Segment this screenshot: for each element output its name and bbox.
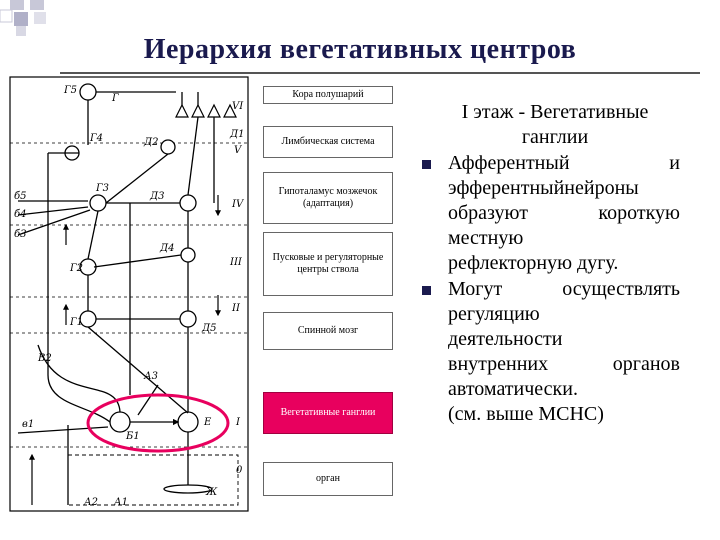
label-d5: Д5 [201,323,217,334]
label-d2: Д2 [143,137,159,148]
label-g2: Г2 [69,263,83,274]
section-heading: I этаж - Вегетативные ганглии [461,101,649,148]
page-title: Иерархия вегетативных центров [143,34,577,65]
label-level-v: V [234,145,243,156]
neural-hierarchy-diagram: Г5 Г Г4 Д2 Д1 Г3 Д3 Д4 Г2 Г1 Д5 А3 Б1 Е … [9,76,249,512]
neuron-g5 [79,83,97,101]
neuron-d4 [180,247,196,263]
label-g5: Г5 [63,85,77,96]
bullet-square-icon [422,286,431,295]
label-d4: Д4 [159,243,175,254]
pyramidal-cells [175,103,237,118]
neuron-d5 [179,310,197,328]
neuron-g3 [89,194,107,212]
label-level-vi: VI [232,101,244,112]
label-g3: Г3 [95,183,109,194]
description-text: I этаж - Вегетативные ганглии Афферентны… [418,100,680,427]
level-box-cortex: Кора полушарий [263,86,393,104]
bullet-square-icon [422,160,431,169]
neuron-d2 [160,139,176,155]
label-b4: б4 [14,209,26,220]
title-underline [60,72,700,74]
level-box-spinal-cord: Спинной мозг [263,312,393,350]
label-a1: А1 [113,497,128,508]
label-level-iii: III [229,257,243,268]
label-a3: А3 [143,371,158,382]
neuron-b1 [109,411,131,433]
label-g1: Г1 [69,317,83,328]
label-level-iv: IV [231,199,245,210]
corner-decoration [0,0,46,36]
neuron-d3 [179,194,197,212]
label-level-i: I [235,417,241,428]
level-box-limbic: Лимбическая система [263,126,393,158]
label-d3: Д3 [149,191,165,202]
label-d1: Д1 [229,129,245,140]
label-v2: В2 [37,353,52,364]
label-v1: в1 [22,419,34,430]
label-level-0: 0 [236,465,243,476]
ganglion-highlight-oval [86,393,230,453]
label-b3: б3 [14,229,26,240]
label-a2: А2 [83,497,98,508]
label-e: Е [203,417,212,428]
level-box-hypothalamus: Гипоталамус мозжечок (адаптация) [263,172,393,224]
bullet-regulation: Могут осуществлять регуляцию деятельност… [418,277,680,402]
label-level-ii: II [231,303,241,314]
label-g4: Г4 [89,133,103,144]
label-b1: Б1 [125,431,140,442]
reference-note: (см. выше МСНС) [448,403,604,425]
label-g-top: Г [111,93,119,104]
label-b5: б5 [14,191,26,202]
bullet-afferent: Афферентный и эфферентныйнейроны образую… [418,151,680,276]
label-zh: Ж [205,487,218,498]
level-box-organ: орган [263,462,393,496]
neuron-e [177,411,199,433]
level-box-ganglia: Вегетативные ганглии [263,392,393,434]
level-box-brainstem: Пусковые и регуляторные центры ствола [263,232,393,296]
level-separators [10,142,248,448]
